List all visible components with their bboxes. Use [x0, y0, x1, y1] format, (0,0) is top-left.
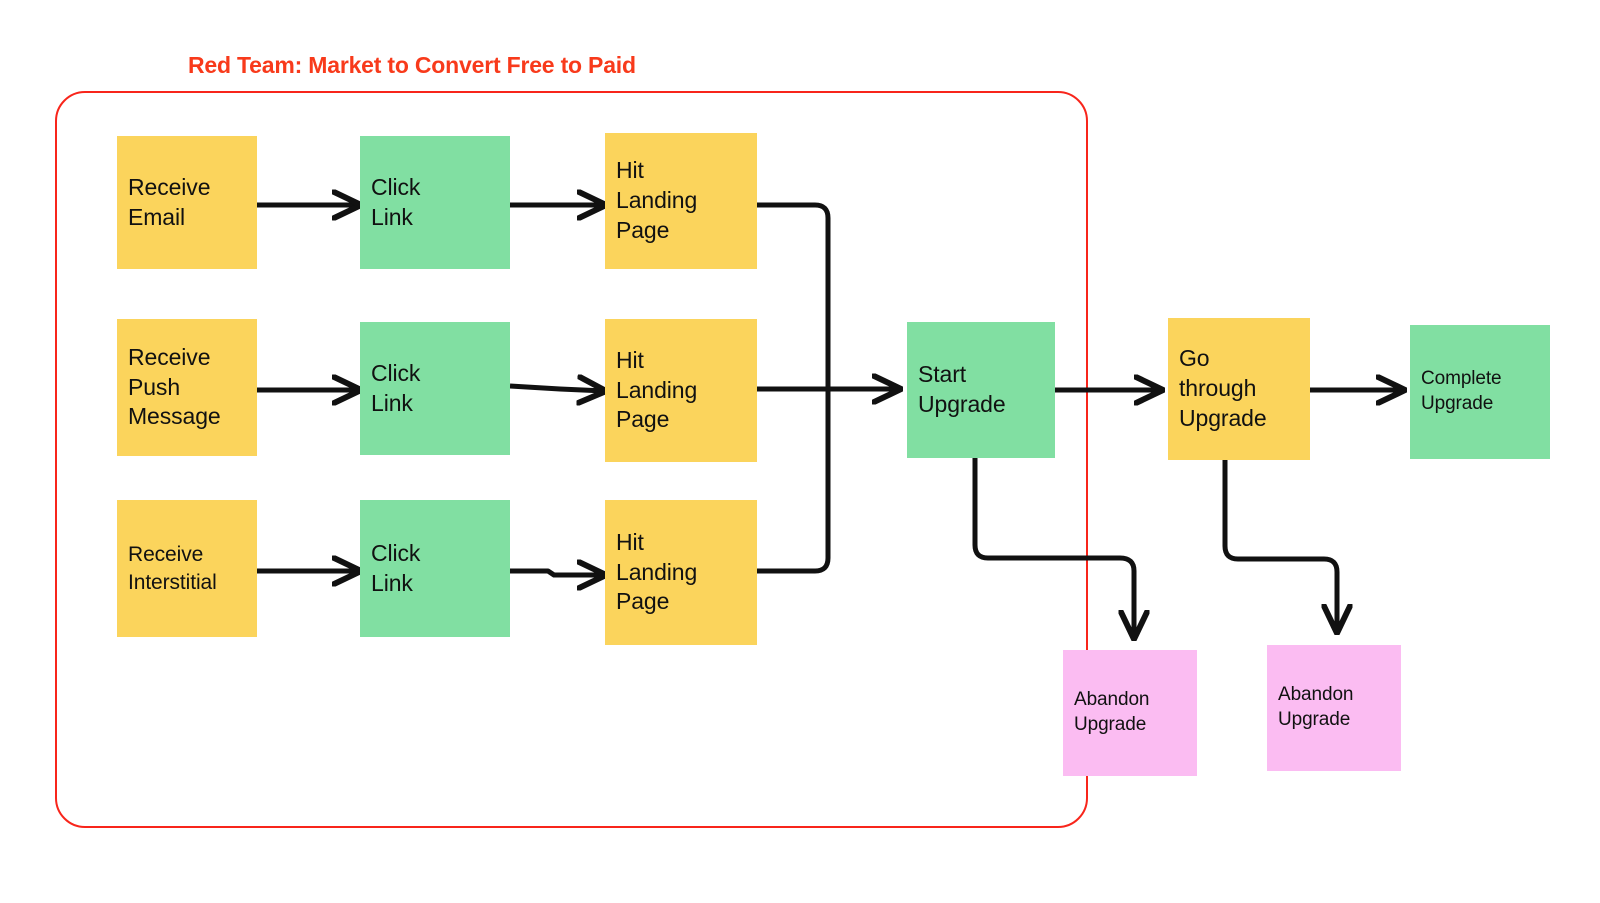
node-label: Go through Upgrade	[1179, 345, 1267, 431]
page-title: Red Team: Market to Convert Free to Paid	[188, 52, 636, 78]
node-hit-landing-page-1[interactable]: Hit Landing Page	[605, 133, 757, 269]
node-label: Receive Email	[128, 173, 211, 230]
node-label: Start Upgrade	[918, 361, 1006, 417]
node-label: Click Link	[371, 359, 421, 416]
node-label: Abandon Upgrade	[1278, 684, 1354, 730]
node-receive-email[interactable]: Receive Email	[117, 136, 257, 269]
node-label: Click Link	[371, 173, 421, 230]
node-abandon-upgrade-1[interactable]: Abandon Upgrade	[1063, 650, 1197, 776]
node-start-upgrade[interactable]: Start Upgrade	[907, 322, 1055, 458]
node-hit-landing-page-2[interactable]: Hit Landing Page	[605, 319, 757, 462]
edge-go-through-upgrade-to-abandon-upgrade-2	[1222, 460, 1337, 632]
node-label: Hit Landing Page	[616, 346, 698, 433]
node-label: Receive Push Message	[128, 343, 221, 430]
node-label: Click Link	[371, 539, 421, 596]
node-go-through-upgrade[interactable]: Go through Upgrade	[1168, 318, 1310, 460]
node-click-link-2[interactable]: Click Link	[360, 322, 510, 455]
node-hit-landing-page-3[interactable]: Hit Landing Page	[605, 500, 757, 645]
node-click-link-3[interactable]: Click Link	[360, 500, 510, 637]
node-abandon-upgrade-2[interactable]: Abandon Upgrade	[1267, 645, 1401, 771]
node-label: Complete Upgrade	[1421, 368, 1502, 414]
node-receive-interstitial[interactable]: Receive Interstitial	[117, 500, 257, 637]
node-label: Hit Landing Page	[616, 157, 698, 243]
node-complete-upgrade[interactable]: Complete Upgrade	[1410, 325, 1550, 459]
node-label: Abandon Upgrade	[1074, 689, 1150, 735]
node-click-link-1[interactable]: Click Link	[360, 136, 510, 269]
node-label: Receive Interstitial	[128, 543, 217, 594]
node-receive-push-message[interactable]: Receive Push Message	[117, 319, 257, 456]
node-label: Hit Landing Page	[616, 528, 698, 615]
